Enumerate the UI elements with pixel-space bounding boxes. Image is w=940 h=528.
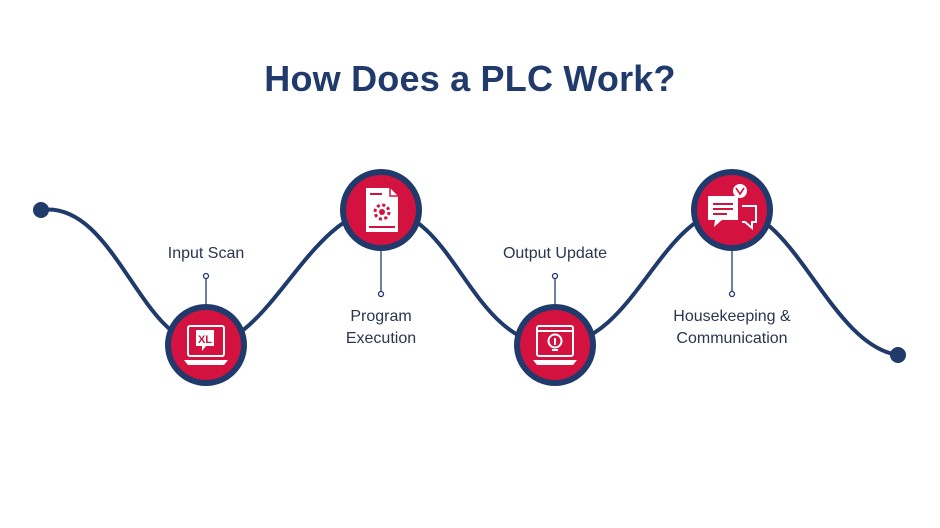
- connector-program-execution: [377, 250, 385, 298]
- connector-output-update: [551, 272, 559, 308]
- page-title: How Does a PLC Work?: [264, 58, 676, 99]
- node-housekeeping-communication: [691, 169, 773, 251]
- label-input-scan: Input Scan: [167, 245, 245, 262]
- wave-start-dot: [33, 202, 49, 218]
- label-housekeeping-communication: Housekeeping & Communication: [673, 308, 791, 347]
- connector-housekeeping: [728, 250, 736, 298]
- node-input-scan: XL: [165, 304, 247, 386]
- node-program-execution: [340, 169, 422, 251]
- label-output-update: Output Update: [502, 245, 608, 262]
- monitor-lightbulb-icon: [533, 325, 577, 365]
- chat-bubbles-icon: [708, 184, 757, 231]
- connector-input-scan: [202, 272, 210, 308]
- node-output-update: [514, 304, 596, 386]
- laptop-excel-icon: XL: [184, 325, 228, 365]
- label-program-execution: Program Execution: [345, 308, 417, 347]
- svg-text:XL: XL: [198, 334, 212, 346]
- document-gear-icon: [366, 188, 398, 232]
- wave-end-dot: [890, 347, 906, 363]
